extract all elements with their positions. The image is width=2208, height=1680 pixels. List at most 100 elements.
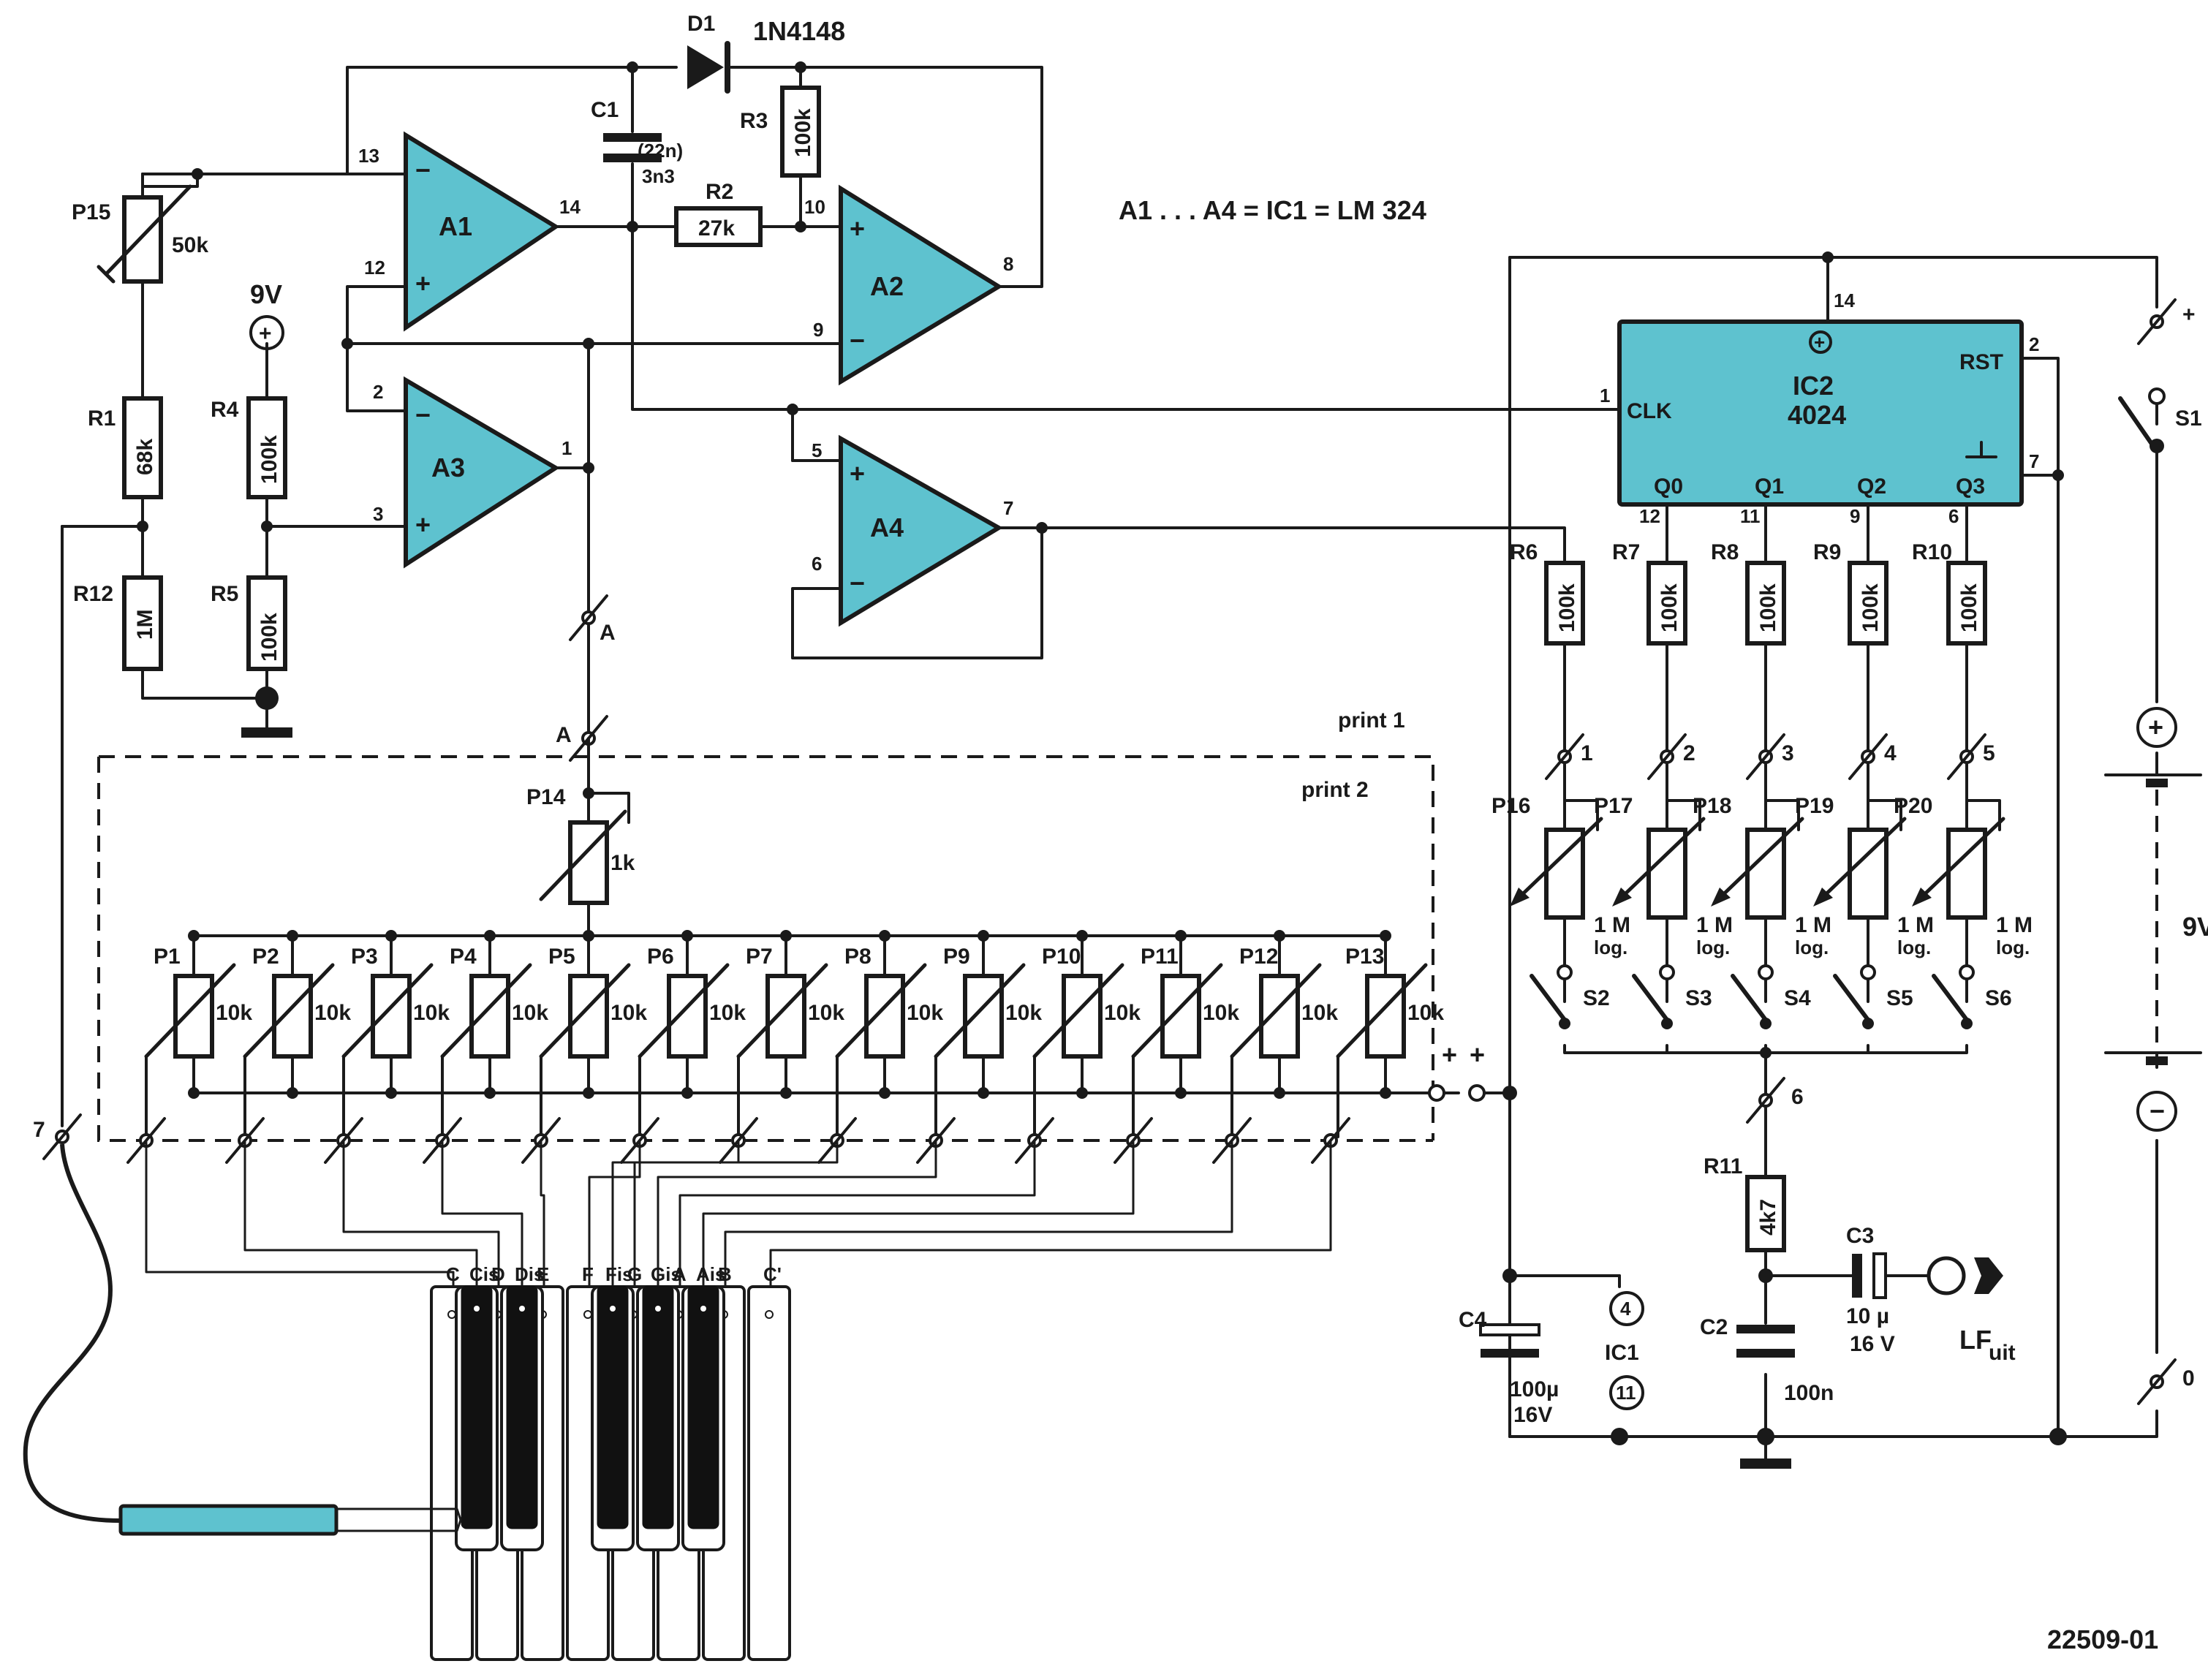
resistor-r12: R12 1M <box>73 575 163 671</box>
capacitor-c1: C1 (22n) 3n3 <box>591 98 683 187</box>
svg-text:Q1: Q1 <box>1755 474 1784 499</box>
svg-text:R12: R12 <box>73 582 113 606</box>
voice-res-value: 100k <box>1555 583 1579 632</box>
opamp-a3: A3 − + 2 3 1 <box>373 376 572 569</box>
black-key[interactable] <box>687 1285 719 1529</box>
svg-text:−: − <box>2150 1096 2165 1126</box>
svg-text:12: 12 <box>1639 505 1660 527</box>
svg-text:100k: 100k <box>791 108 815 157</box>
voice-pot-taper: log. <box>1696 937 1730 958</box>
svg-text:4k7: 4k7 <box>1756 1199 1780 1236</box>
svg-text:D1: D1 <box>687 12 715 36</box>
key-pot-label: P7 <box>746 945 773 969</box>
voice-conn-label: 3 <box>1782 741 1794 765</box>
svg-text:−: − <box>415 400 431 430</box>
key-pot-label: P6 <box>647 945 674 969</box>
voice-res-label: R8 <box>1711 540 1739 564</box>
voice-pot-label: P18 <box>1693 794 1731 818</box>
voice-conn-label: 5 <box>1983 741 1995 765</box>
key-label: Fis <box>605 1263 633 1285</box>
svg-text:+: + <box>1442 1040 1457 1070</box>
svg-text:C2: C2 <box>1700 1315 1728 1339</box>
svg-text:4024: 4024 <box>1788 400 1846 430</box>
voice-pot-label: P19 <box>1795 794 1834 818</box>
svg-text:11: 11 <box>1616 1382 1636 1404</box>
svg-text:7: 7 <box>33 1118 45 1142</box>
svg-text:C1: C1 <box>591 98 619 122</box>
svg-text:−: − <box>850 568 865 598</box>
key-label: Dis <box>515 1263 544 1285</box>
svg-text:14: 14 <box>1834 290 1855 311</box>
key-pot-label: P8 <box>844 945 872 969</box>
key-pot-p12: P12 10k <box>1212 930 1338 1164</box>
wires-bias <box>61 173 268 1127</box>
key-pot-label: P10 <box>1042 945 1081 969</box>
svg-text:LF: LF <box>1959 1325 1992 1355</box>
svg-text:+: + <box>259 322 272 346</box>
svg-text:4: 4 <box>1620 1298 1631 1320</box>
voice-res-value: 100k <box>1957 583 1981 632</box>
voice-switch-label: S5 <box>1886 986 1913 1010</box>
black-key[interactable] <box>506 1285 538 1529</box>
ic-note: A1 . . . A4 = IC1 = LM 324 <box>1119 195 1426 225</box>
opamp-a1: A1 − + 13 12 14 <box>358 131 581 332</box>
voice-pot-value: 1 M <box>1897 913 1934 937</box>
svg-text:10 µ: 10 µ <box>1846 1304 1889 1328</box>
output-section: 6 R11 4k7 C2 100n C3 10 µ 16 V LF uit C4… <box>1459 1077 2067 1469</box>
key-label: G <box>627 1263 642 1285</box>
svg-text:Q2: Q2 <box>1857 474 1886 499</box>
svg-text:100k: 100k <box>257 613 281 662</box>
svg-text:11: 11 <box>1740 505 1761 527</box>
key-pot-value: 10k <box>216 1001 252 1025</box>
key-pot-value: 10k <box>314 1001 351 1025</box>
resistor-r5: R5 100k <box>211 575 287 671</box>
key-pot-value: 10k <box>1407 1001 1444 1025</box>
svg-text:1M: 1M <box>133 609 157 640</box>
diode-d1: D1 1N4148 <box>687 12 845 94</box>
svg-text:13: 13 <box>358 145 379 167</box>
black-key[interactable] <box>642 1285 674 1529</box>
svg-text:1N4148: 1N4148 <box>753 16 845 46</box>
key-pot-value: 10k <box>1104 1001 1141 1025</box>
voice-res-value: 100k <box>1859 583 1883 632</box>
key-pot-value: 10k <box>808 1001 844 1025</box>
voice-pot-taper: log. <box>1594 937 1627 958</box>
svg-text:Q0: Q0 <box>1654 474 1683 499</box>
svg-text:IC2: IC2 <box>1793 371 1834 401</box>
key-pot-label: P5 <box>548 945 575 969</box>
voice-conn-label: 2 <box>1683 741 1695 765</box>
svg-text:R2: R2 <box>706 180 733 204</box>
black-key[interactable] <box>461 1285 493 1529</box>
svg-text:+: + <box>2182 303 2196 327</box>
voice-res-label: R9 <box>1813 540 1841 564</box>
svg-text:3: 3 <box>373 503 383 525</box>
key-pot-value: 10k <box>610 1001 647 1025</box>
svg-text:100n: 100n <box>1784 1381 1834 1405</box>
white-key[interactable] <box>747 1285 791 1661</box>
svg-text:27k: 27k <box>698 216 735 241</box>
voice-res-value: 100k <box>1657 583 1682 632</box>
key-label: Cis <box>469 1263 499 1285</box>
svg-text:A3: A3 <box>431 453 465 483</box>
svg-text:1: 1 <box>562 437 572 459</box>
resistor-r4: R4 100k <box>211 396 287 499</box>
key-label: E <box>537 1263 549 1285</box>
voice-res-label: R6 <box>1510 540 1538 564</box>
key-pot-label: P12 <box>1239 945 1278 969</box>
key-pot-p10: P10 10k <box>1015 930 1141 1164</box>
key-wires <box>145 1139 1332 1288</box>
svg-text:9V: 9V <box>250 279 282 309</box>
svg-text:+: + <box>850 458 865 488</box>
trimmer-p14: P14 1k <box>526 737 635 937</box>
key-pots: P110kP210kP310kP410kP510kP610kP710kP810k… <box>126 930 1444 1164</box>
key-pot-value: 10k <box>1301 1001 1338 1025</box>
svg-text:+: + <box>415 510 431 540</box>
svg-text:1: 1 <box>1600 385 1610 406</box>
voice-pot-label: P20 <box>1894 794 1932 818</box>
svg-text:+: + <box>1470 1040 1485 1070</box>
black-key[interactable] <box>597 1285 629 1529</box>
key-pot-label: P2 <box>252 945 279 969</box>
